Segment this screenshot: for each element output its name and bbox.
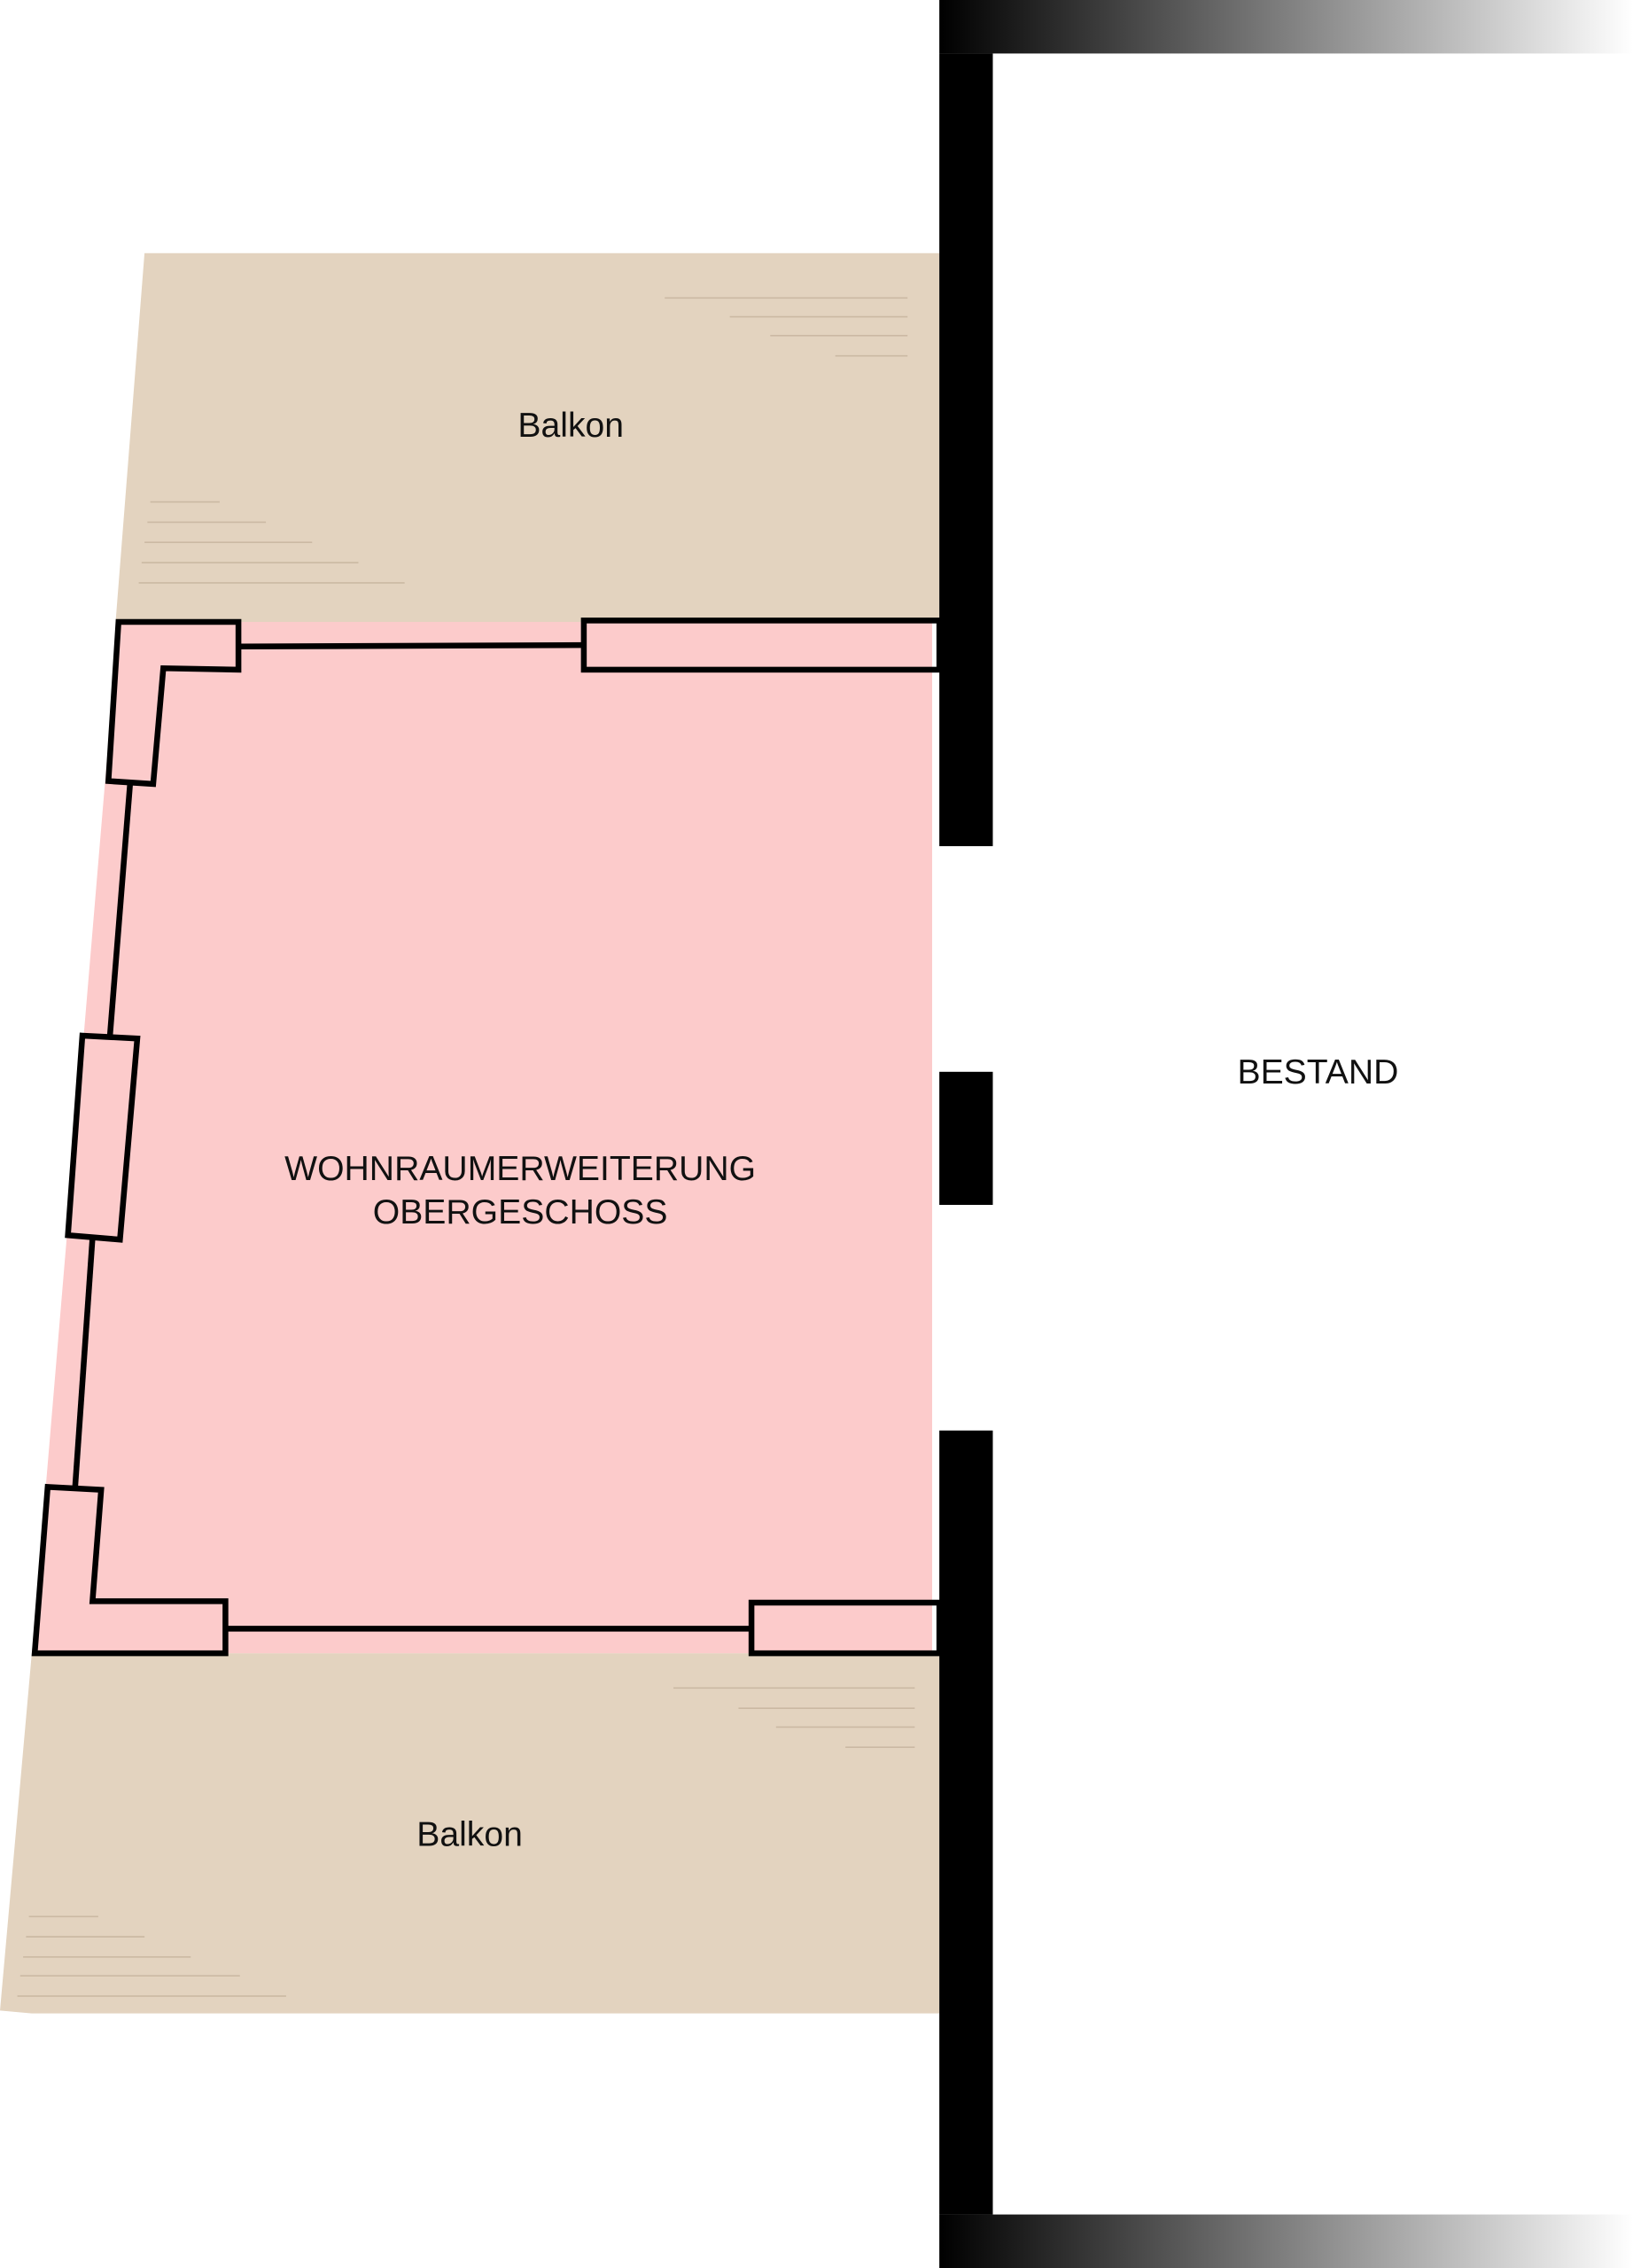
balcony-bottom-area bbox=[0, 1653, 940, 2014]
bottom-gradient-bar bbox=[939, 2214, 1633, 2268]
existing-wall-lower bbox=[939, 1430, 993, 2215]
extension-label-line1: WOHNRAUMERWEITERUNG bbox=[284, 1150, 756, 1188]
extension-walls bbox=[31, 617, 943, 1657]
existing-building-label: BESTAND bbox=[1237, 1053, 1398, 1091]
balcony-bottom-label: Balkon bbox=[416, 1815, 523, 1853]
existing-wall-middle bbox=[939, 1071, 993, 1205]
existing-wall-upper bbox=[939, 53, 993, 847]
extension-label-line2: OBERGESCHOSS bbox=[373, 1193, 668, 1231]
balcony-top-label: Balkon bbox=[517, 407, 624, 445]
balcony-top-area bbox=[115, 252, 940, 623]
top-gradient-bar bbox=[939, 0, 1633, 54]
balcony-hatching bbox=[17, 297, 915, 1997]
extension-area bbox=[31, 622, 932, 1654]
